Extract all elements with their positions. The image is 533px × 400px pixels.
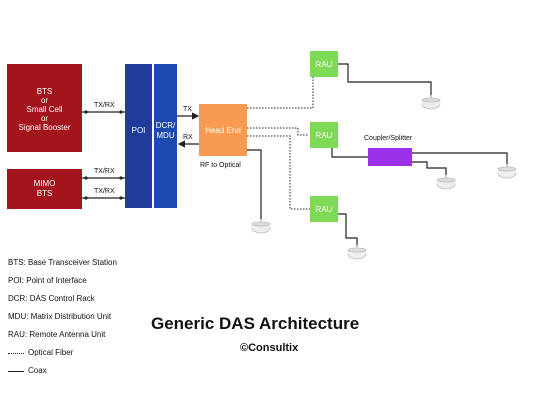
dcr-label-1: DCR/ xyxy=(156,121,176,130)
bts-label-2: or xyxy=(41,96,48,105)
head-end-coax xyxy=(247,149,262,220)
poi-label: POI xyxy=(132,126,146,135)
mimo-bts-block xyxy=(7,169,82,209)
poi-block xyxy=(125,64,152,208)
txrx-label-3: TX/RX xyxy=(94,188,115,195)
optical-fiber-rau-1 xyxy=(247,76,314,109)
antenna-icon-2 xyxy=(497,163,517,179)
bts-block xyxy=(7,64,82,152)
copyright-symbol: © xyxy=(240,342,249,354)
splitter-coax-1 xyxy=(412,152,508,165)
bts-label-5: Signal Booster xyxy=(18,123,70,132)
txrx-label-2: TX/RX xyxy=(94,168,115,175)
rau-1 xyxy=(310,51,338,77)
optical-fiber-rau-3 xyxy=(247,135,310,210)
legend-dcr: DCR: DAS Control Rack xyxy=(8,294,95,303)
legend-mdu: MDU: Matrix Distribution Unit xyxy=(8,312,112,321)
rf-to-optical-label: RF to Optical xyxy=(200,162,241,169)
rau-3-label: RAU xyxy=(316,205,333,214)
optical-fiber-legend-icon xyxy=(8,353,24,354)
dcr-label-2: MDU xyxy=(156,131,174,140)
legend-rau: RAU: Remote Antenna Unit xyxy=(8,330,106,339)
antenna-icon-5 xyxy=(347,244,367,260)
diagram-title: Generic DAS Architecture xyxy=(151,314,360,333)
bts-label-4: or xyxy=(41,114,48,123)
brand: ©Consultix xyxy=(240,342,298,354)
bts-label-1: BTS xyxy=(37,87,53,96)
optical-fiber-rau-2 xyxy=(247,127,309,136)
coupler-splitter-label: Coupler/Splitter xyxy=(364,135,413,142)
head-end-label: Head End xyxy=(205,126,241,135)
legend-poi: POI: Point of Interface xyxy=(8,276,87,285)
rau-1-coax xyxy=(338,63,432,96)
coax-legend-icon xyxy=(8,371,24,372)
tx-label: TX xyxy=(183,106,192,113)
txrx-label-1: TX/RX xyxy=(94,102,115,109)
splitter-coax-2 xyxy=(412,161,447,176)
rau-2-label: RAU xyxy=(316,131,333,140)
rau-1-label: RAU xyxy=(316,60,333,69)
rau-3 xyxy=(310,196,338,222)
rau-2-coax xyxy=(331,148,368,158)
mimo-label-1: MIMO xyxy=(34,179,56,188)
legend-bts: BTS: Base Transceiver Station xyxy=(8,258,117,267)
antenna-icon-4 xyxy=(251,218,271,234)
antenna-icon-3 xyxy=(436,174,456,190)
rau-2 xyxy=(310,122,338,148)
legend-optical: Optical Fiber xyxy=(28,348,74,357)
legend-coax: Coax xyxy=(28,366,47,375)
rau-3-coax xyxy=(338,213,358,246)
rx-label: RX xyxy=(183,134,193,141)
bts-label-3: Small Cell xyxy=(26,105,62,114)
coupler-splitter xyxy=(368,148,412,166)
brand-name: Consultix xyxy=(248,342,299,354)
mimo-label-2: BTS xyxy=(37,189,53,198)
head-end-block xyxy=(199,104,247,156)
dcr-mdu-block xyxy=(154,64,177,208)
antenna-icon-1 xyxy=(421,94,441,110)
